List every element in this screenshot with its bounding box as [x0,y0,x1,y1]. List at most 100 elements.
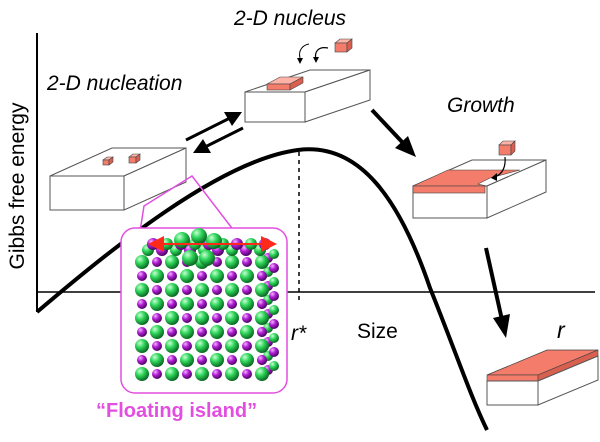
atom [165,255,179,269]
surface-arrows-icon [148,236,277,252]
atom [182,285,192,295]
atom [225,283,239,297]
atom [225,367,239,381]
atom [182,369,192,379]
atom [257,271,267,281]
curved-arrow-icon-2 [299,43,310,59]
atom [242,313,252,323]
atom [180,325,194,339]
incoming-cube [334,38,353,53]
atom [152,257,162,267]
floating-island-label: “Floating island” [96,400,257,422]
adatom-cube-1 [102,156,114,166]
atom [255,283,269,297]
adatom [174,232,190,248]
atom [182,341,192,351]
atom [225,255,239,269]
atom [135,339,149,353]
growth-arrow-icon [370,108,416,157]
atom [225,311,239,325]
atom [240,325,254,339]
atom [255,311,269,325]
nucleus-island [266,76,304,91]
atom [180,353,194,367]
atom [242,285,252,295]
atom [167,327,177,337]
atom [210,297,224,311]
atom [152,341,162,351]
atom [227,327,237,337]
adatom [206,233,222,249]
atom [197,299,207,309]
y-axis-label: Gibbs free energy [6,102,29,269]
atom [167,299,177,309]
atom [135,367,149,381]
atom [242,369,252,379]
atom [150,325,164,339]
atom [180,297,194,311]
atom [269,291,279,301]
atom [269,249,279,259]
atom [182,313,192,323]
atom [269,333,279,343]
substrate-slab-nucleus [244,38,371,123]
atom [242,257,252,267]
atom [165,283,179,297]
atom [150,269,164,283]
atom [269,263,279,273]
atom [197,327,207,337]
atom [135,255,149,269]
atom [210,325,224,339]
atomic-cluster [135,228,279,381]
atom [269,361,279,371]
adatom [191,228,207,244]
atom [255,255,269,269]
r-label: r [557,317,566,343]
atom [167,271,177,281]
substrate-slab-adsorbed [49,147,187,211]
atom [165,311,179,325]
atom [195,367,209,381]
atom [137,299,147,309]
atom [212,341,222,351]
atom [197,271,207,281]
atom [240,297,254,311]
atom [180,269,194,283]
down-arrow-icon [484,247,510,338]
atom [195,311,209,325]
atom [150,353,164,367]
atom [135,311,149,325]
atom [240,353,254,367]
atom [257,327,267,337]
growth-label: Growth [447,94,515,117]
atom [255,339,269,353]
atom [165,339,179,353]
atom [197,355,207,365]
x-axis-label: Size [357,320,398,343]
atom [137,271,147,281]
atom [212,313,222,323]
atom [210,353,224,367]
atom [257,299,267,309]
atom [269,305,279,315]
atom [255,367,269,381]
atom [165,367,179,381]
equilibrium-arrows-icon [185,112,244,153]
atom [152,313,162,323]
atom [195,283,209,297]
incoming-cube-growth [498,140,516,156]
substrate-slab-growth [412,140,547,219]
adatom [182,250,198,266]
atom [152,369,162,379]
atom [167,355,177,365]
atom [137,355,147,365]
atom [227,355,237,365]
r-star-label: r* [291,322,307,345]
atom [257,355,267,365]
atom [225,339,239,353]
substrate-slab-complete [486,349,599,406]
nucleation-label: 2-D nucleation [46,72,182,95]
nucleus-label: 2-D nucleus [233,7,347,30]
atom [269,347,279,357]
atom [212,369,222,379]
